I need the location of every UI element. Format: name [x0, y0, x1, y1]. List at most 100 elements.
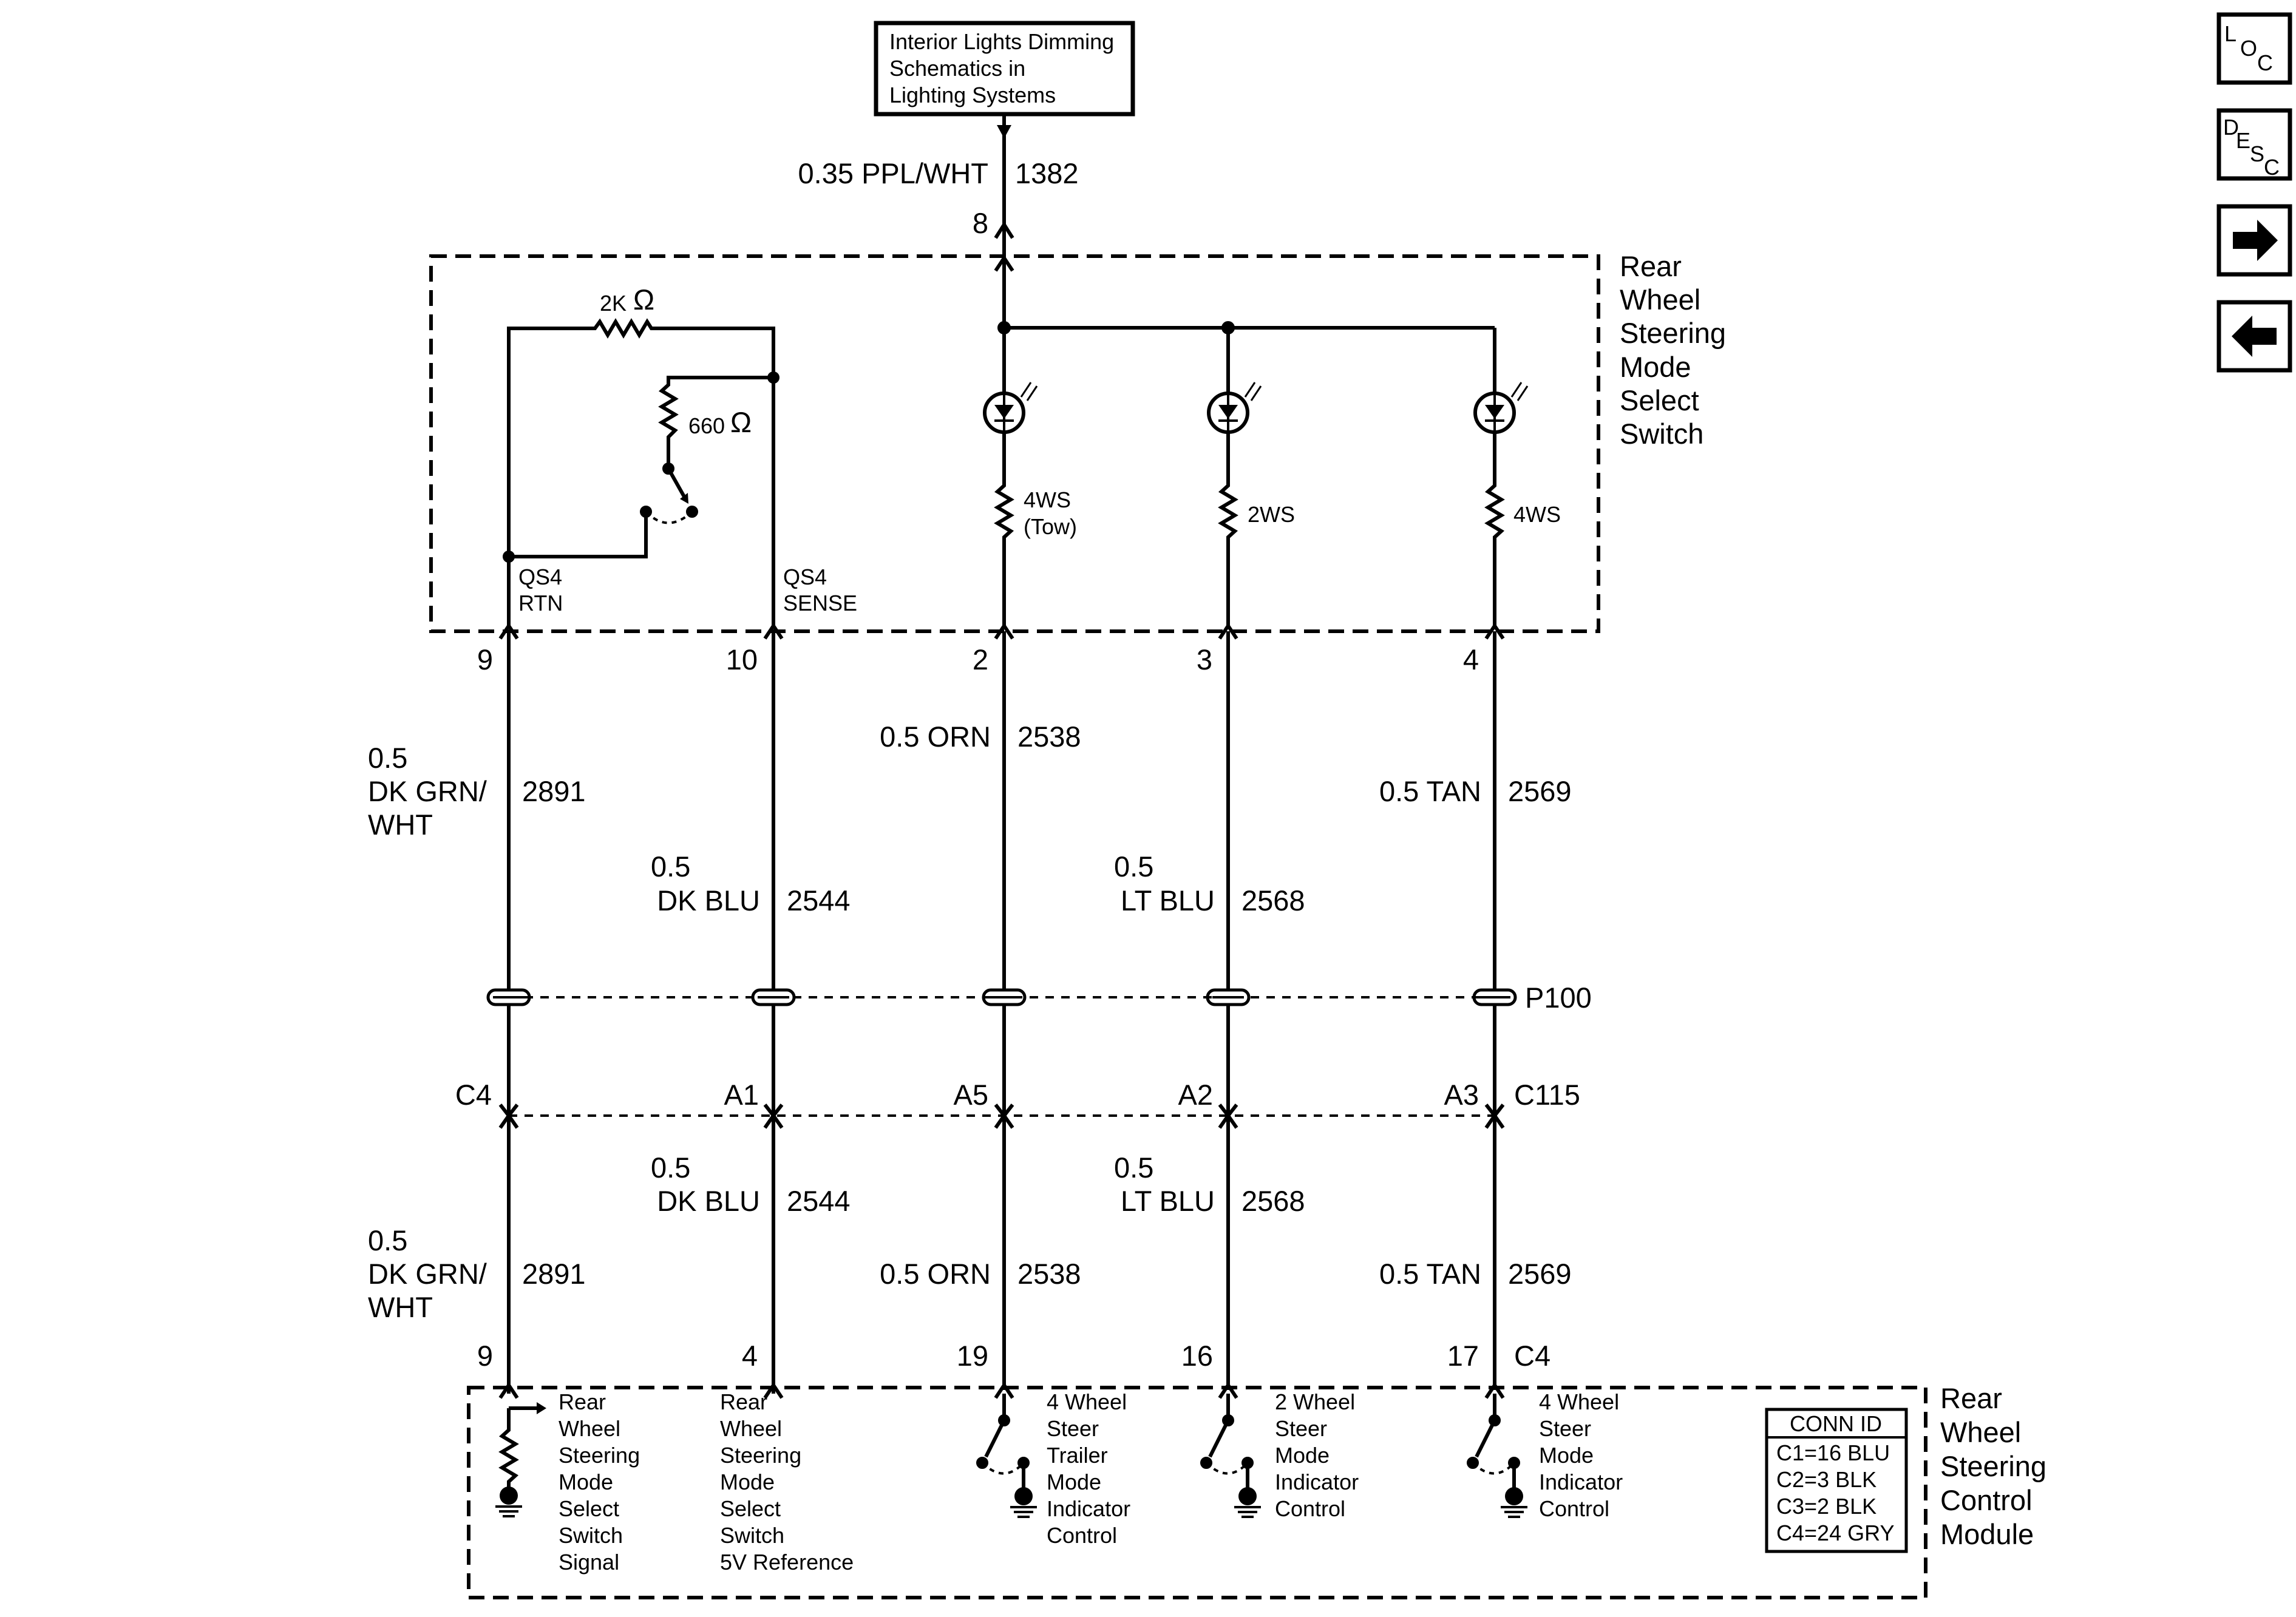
switch-title-line: Steering: [1620, 317, 1726, 349]
qs4-rtn-label: QS4: [518, 564, 562, 589]
switch-title-line: Switch: [1620, 418, 1703, 450]
module-pin-description: Signal: [559, 1550, 619, 1575]
switch-title-line: Wheel: [1620, 283, 1700, 316]
wire-gauge: 0.5: [1114, 1151, 1153, 1184]
wire-color: 0.5 TAN: [1379, 775, 1481, 807]
wire-color: DK BLU: [657, 1185, 760, 1217]
source-box-line-3[interactable]: Lighting Systems: [889, 83, 1056, 107]
wire-color: WHT: [368, 1291, 433, 1323]
module-pin-description: Rear: [720, 1389, 767, 1414]
module-pin: 19: [957, 1340, 988, 1372]
module-output-switch-1: [976, 1381, 1037, 1518]
next-page-button[interactable]: [2216, 204, 2292, 277]
wire-gauge: 0.5: [368, 1224, 407, 1256]
desc-letter: D: [2223, 115, 2239, 140]
connector-pin: A1: [724, 1079, 759, 1111]
splice-label: P100: [1525, 981, 1592, 1014]
feed-pin: 8: [973, 207, 988, 239]
wire-color: LT BLU: [1121, 1185, 1215, 1217]
wire-circuit: 2544: [787, 884, 851, 917]
source-box-line-2[interactable]: Schematics in: [889, 56, 1025, 81]
wire-column-5: [1472, 622, 1517, 1390]
wire-color: DK GRN/: [368, 1258, 487, 1290]
module-pin: 4: [742, 1340, 758, 1372]
module-pin-description: Control: [1275, 1496, 1345, 1521]
conn-id-row: C4=24 GRY: [1776, 1520, 1894, 1545]
conn-id-row: C3=2 BLK: [1776, 1494, 1877, 1519]
wire-circuit: 2568: [1241, 1185, 1305, 1217]
previous-page-button[interactable]: [2216, 300, 2292, 373]
switch-pin: 3: [1197, 643, 1212, 676]
indicator-led-3: [1473, 328, 1529, 625]
module-pin: 16: [1181, 1340, 1213, 1372]
module-pin-description: Indicator: [1539, 1470, 1623, 1494]
wire-circuit: 2569: [1508, 1258, 1572, 1290]
desc-letter: C: [2264, 155, 2280, 180]
wire-gauge: 0.5: [651, 1151, 690, 1184]
loc-letter: O: [2240, 36, 2257, 61]
desc-letter: S: [2250, 141, 2264, 166]
wire-circuit: 2569: [1508, 775, 1572, 807]
module-pin-description: Steering: [559, 1443, 640, 1468]
switch-title-line: Mode: [1620, 351, 1691, 383]
qs4-sense-label: QS4: [783, 564, 827, 589]
right-arrow-icon: [2233, 220, 2278, 261]
resistor-2k-label: 2K: [600, 291, 627, 316]
led-2ws-label: 2WS: [1248, 502, 1295, 527]
wire-gauge: 0.5: [651, 850, 690, 883]
rear-wheel-steering-control-module-box: [467, 1386, 1927, 1599]
module-pin-description: Select: [720, 1496, 781, 1521]
wire-color: 0.5 ORN: [880, 1258, 991, 1290]
module-title-line: Steering: [1940, 1450, 2046, 1482]
module-pin-description: Switch: [720, 1523, 784, 1548]
switch-pin: 4: [1463, 643, 1479, 676]
wire-color: DK BLU: [657, 884, 760, 917]
module-connector-label: C4: [1514, 1340, 1550, 1372]
led-4ws-tow-label: 4WS: [1024, 487, 1071, 512]
wire-color: 0.5 TAN: [1379, 1258, 1481, 1290]
module-pin-description: Steer: [1275, 1416, 1327, 1441]
desc-button[interactable]: D E S C: [2216, 108, 2292, 181]
feed-circuit-number: 1382: [1015, 157, 1079, 189]
left-arrow-icon: [2232, 316, 2277, 357]
module-pin-description: Steer: [1047, 1416, 1099, 1441]
loc-button[interactable]: L O C: [2216, 12, 2292, 85]
module-output-switch-2: [1200, 1381, 1261, 1518]
indicator-led-1: [983, 328, 1038, 625]
wire-color: DK GRN/: [368, 775, 487, 807]
module-pin-description: 2 Wheel: [1275, 1389, 1355, 1414]
module-pin-description: Select: [559, 1496, 619, 1521]
connector-pin: A3: [1444, 1079, 1479, 1111]
module-pin: 9: [477, 1340, 493, 1372]
led-4ws-label: 4WS: [1513, 502, 1561, 527]
ohm-symbol: Ω: [633, 283, 654, 316]
module-pin-description: Mode: [1047, 1470, 1101, 1494]
wire-circuit: 2538: [1017, 1258, 1081, 1290]
led-4ws-tow-label: (Tow): [1024, 514, 1077, 539]
source-box-line-1[interactable]: Interior Lights Dimming: [889, 29, 1114, 54]
wire-circuit: 2891: [522, 775, 586, 807]
wire-circuit: 2891: [522, 1258, 586, 1290]
desc-letter: E: [2236, 128, 2250, 153]
connector-label: C115: [1514, 1079, 1580, 1111]
module-pin-description: Indicator: [1047, 1496, 1130, 1521]
module-pin-description: Control: [1047, 1523, 1117, 1548]
module-pin-description: 4 Wheel: [1539, 1389, 1619, 1414]
module-title-line: Module: [1940, 1518, 2034, 1550]
rear-wheel-steering-mode-select-switch-box: [429, 254, 1600, 633]
module-pin-description: Steer: [1539, 1416, 1591, 1441]
resistor-660-label: 660: [688, 413, 725, 438]
qs4-rtn-label: RTN: [518, 591, 563, 615]
ohm-symbol: Ω: [730, 406, 752, 438]
module-pin-description: Mode: [559, 1470, 613, 1494]
wire-color: 0.5 ORN: [880, 720, 991, 753]
module-pin-description: 5V Reference: [720, 1550, 854, 1575]
switch-pin: 2: [973, 643, 988, 676]
module-pin-description: Mode: [1275, 1443, 1330, 1468]
module-pin-description: Switch: [559, 1523, 623, 1548]
module-output-switch-3: [1467, 1381, 1527, 1518]
wire-circuit: 2544: [787, 1185, 851, 1217]
switch-pin: 10: [726, 643, 758, 676]
module-title-line: Rear: [1940, 1382, 2002, 1414]
